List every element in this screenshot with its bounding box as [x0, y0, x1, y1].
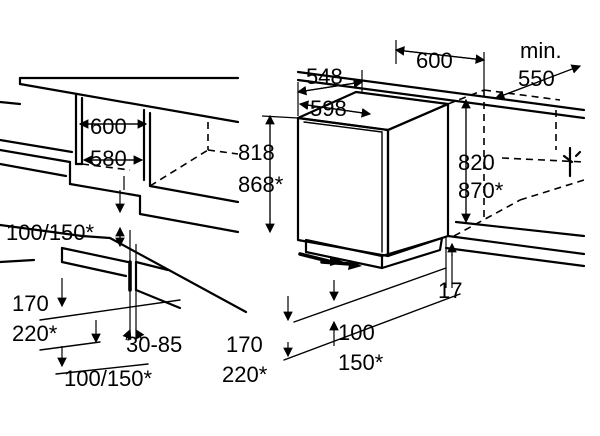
right-niche-height-1-label: 820 — [458, 150, 495, 175]
left-width-inner-label: 580 — [90, 146, 127, 171]
right-width-label: 600 — [416, 48, 453, 73]
right-min-value-label: 550 — [518, 66, 555, 91]
right-niche-height-2-label: 870* — [458, 178, 504, 203]
left-height-top-label: 100/150* — [6, 220, 95, 245]
right-height-1-label: 818 — [238, 140, 275, 165]
right-vent-1-label: 100 — [338, 320, 375, 345]
right-height-2-label: 868* — [238, 172, 284, 197]
right-vent-2-label: 150* — [338, 350, 384, 375]
right-appliance-drawing — [261, 40, 586, 361]
right-depth-1-label: 548 — [306, 64, 343, 89]
left-niche-drawing — [0, 76, 240, 234]
left-plinth-height-2-label: 220* — [12, 321, 58, 346]
right-plinth-height-2-label: 220* — [222, 362, 268, 387]
left-plinth-depth-label: 30-85 — [126, 332, 182, 357]
left-width-outer-label: 600 — [90, 114, 127, 139]
left-bottom-dim-label: 100/150* — [64, 366, 153, 391]
right-depth-2-label: 598 — [310, 96, 347, 121]
right-toe-gap-label: 17 — [438, 278, 462, 303]
right-plinth-height-1-label: 170 — [226, 332, 263, 357]
right-min-label: min. — [520, 38, 562, 63]
left-plinth-height-1-label: 170 — [12, 291, 49, 316]
left-plinth-detail — [0, 223, 248, 375]
